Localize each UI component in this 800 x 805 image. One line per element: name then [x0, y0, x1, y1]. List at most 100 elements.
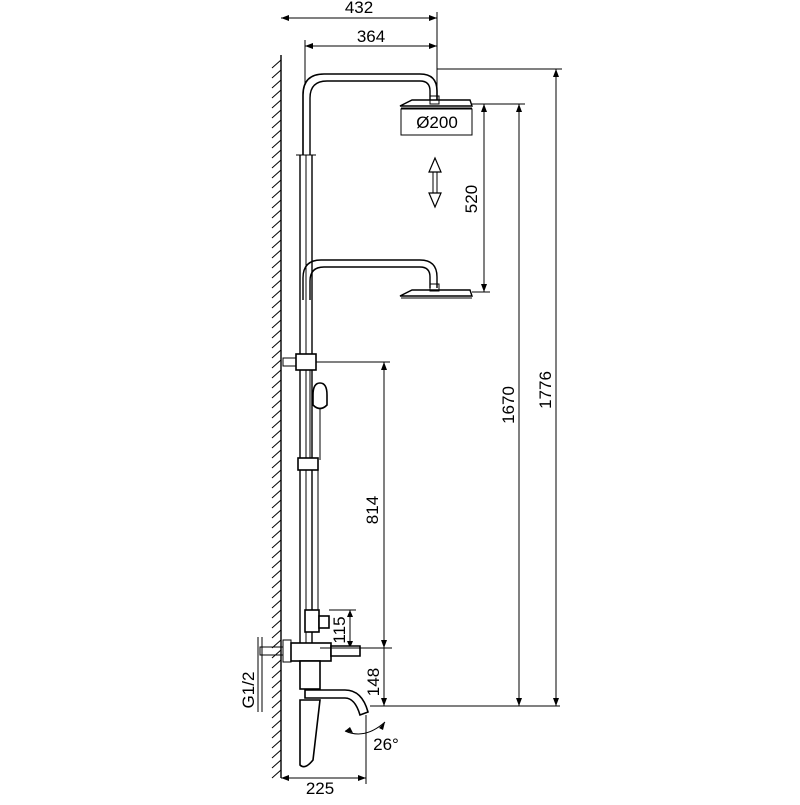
inlet-thread-label: G1/2 — [239, 637, 263, 712]
hatch-line — [271, 419, 282, 429]
hatch-line — [271, 559, 282, 569]
hatch-line — [271, 199, 282, 209]
hand-shower — [312, 382, 328, 410]
hatch-line — [271, 589, 282, 599]
label-inlet-thread: G1/2 — [239, 672, 258, 709]
hatch-line — [271, 469, 282, 479]
riser-pipe — [282, 154, 321, 670]
dimension-spout-height: 148 — [364, 648, 387, 706]
hatch-line — [271, 349, 282, 359]
hatch-line — [271, 719, 282, 729]
lower-shower-arm — [302, 259, 473, 300]
hatch-line — [271, 139, 282, 149]
hatch-line — [271, 149, 282, 159]
head-diameter-label-box: Ø200 — [400, 108, 473, 136]
hatch-line — [271, 79, 282, 89]
upper-shower-arm — [302, 73, 473, 155]
hatch-line — [271, 309, 282, 319]
hatch-line — [271, 279, 282, 289]
dimension-spout-projection: 225 — [281, 715, 367, 798]
hatch-line — [271, 709, 282, 719]
hatch-line — [271, 209, 282, 219]
label-spout-angle: 26° — [373, 735, 399, 754]
hatch-line — [271, 669, 282, 679]
hatch-line — [271, 179, 282, 189]
label-arm-length: 364 — [357, 27, 385, 46]
label-head-diameter: Ø200 — [416, 113, 458, 132]
hatch-line — [271, 619, 282, 629]
hatch-line — [271, 529, 282, 539]
hatch-line — [271, 319, 282, 329]
hatch-line — [271, 219, 282, 229]
hatch-line — [271, 269, 282, 279]
hatch-line — [271, 659, 282, 669]
hatch-line — [271, 519, 282, 529]
hatch-line — [271, 759, 282, 769]
hatch-line — [271, 459, 282, 469]
hatch-line — [271, 699, 282, 709]
label-mixer-to-bracket: 814 — [363, 496, 382, 524]
hatch-line — [271, 569, 282, 579]
hatch-line — [271, 189, 282, 199]
dimension-arm-length: 364 — [304, 27, 437, 90]
hatch-line — [271, 579, 282, 589]
hatch-line — [271, 739, 282, 749]
hatch-line — [271, 289, 282, 299]
label-mixer-to-head: 1670 — [499, 386, 518, 424]
hatch-line — [271, 329, 282, 339]
mixer-body — [259, 639, 392, 690]
hatch-line — [271, 379, 282, 389]
hatch-line — [271, 259, 282, 269]
hatch-line — [271, 449, 282, 459]
label-spout-projection: 225 — [306, 779, 334, 798]
double-arrow-icon — [428, 156, 442, 209]
spout-angle-indicator: 26° — [344, 721, 399, 754]
hatch-line — [271, 239, 282, 249]
hatch-line — [271, 299, 282, 309]
hatch-line — [271, 369, 282, 379]
hatch-line — [271, 59, 282, 69]
hatch-line — [271, 599, 282, 609]
hatch-line — [271, 649, 282, 659]
hatch-line — [271, 439, 282, 449]
label-spout-height: 148 — [364, 668, 383, 696]
hatch-line — [271, 69, 282, 79]
hatch-line — [271, 689, 282, 699]
hatch-line — [271, 119, 282, 129]
hatch-line — [271, 539, 282, 549]
hatch-line — [271, 99, 282, 109]
hatch-line — [271, 679, 282, 689]
hatch-line — [271, 769, 282, 779]
dimension-mixer-to-bracket: 814 — [316, 361, 390, 648]
hatch-line — [271, 169, 282, 179]
dimension-total-height: 1776 — [437, 68, 562, 706]
hatch-line — [271, 339, 282, 349]
hatch-line — [271, 499, 282, 509]
wall-hatch-icon — [271, 55, 282, 779]
dimension-total-width: 432 — [281, 0, 438, 100]
hatch-line — [271, 409, 282, 419]
hatch-line — [271, 629, 282, 639]
dimension-mixer-to-head: 1670 — [472, 103, 525, 706]
label-slide-range: 520 — [462, 185, 481, 213]
hatch-line — [271, 159, 282, 169]
hatch-line — [271, 399, 282, 409]
hatch-line — [271, 129, 282, 139]
hatch-line — [271, 359, 282, 369]
hatch-line — [271, 389, 282, 399]
hatch-line — [271, 249, 282, 259]
hatch-line — [271, 429, 282, 439]
dimension-slide-range: 520 — [462, 103, 490, 293]
hatch-line — [271, 489, 282, 499]
hatch-line — [271, 609, 282, 619]
hatch-line — [271, 549, 282, 559]
bath-spout — [299, 689, 369, 768]
hatch-line — [271, 749, 282, 759]
hatch-line — [271, 89, 282, 99]
label-total-height: 1776 — [536, 371, 555, 409]
hatch-line — [271, 229, 282, 239]
label-mixer-offset: 115 — [330, 616, 349, 643]
hatch-line — [271, 729, 282, 739]
